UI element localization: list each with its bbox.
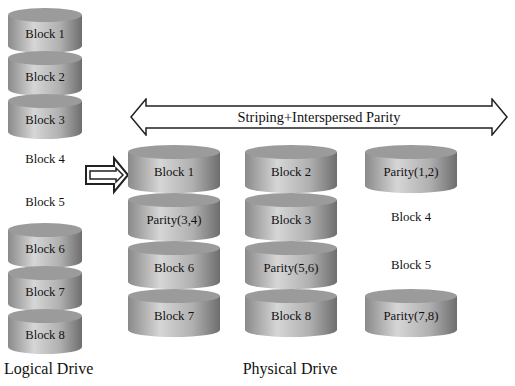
disk-block: Block 4: [8, 137, 82, 182]
block-label: Striping+Interspersed Parity: [130, 109, 508, 126]
disk-block: Block 4: [365, 193, 457, 241]
block-label: Block 2: [8, 70, 82, 85]
block-label: Block 3: [245, 213, 337, 228]
block-label: Block 1: [8, 27, 82, 42]
disk-block: Block 6: [8, 223, 82, 268]
block-label: Block 3: [8, 113, 82, 128]
disk-block: Parity(7,8): [365, 289, 457, 337]
block-label: Block 7: [128, 309, 220, 324]
disk-block: Block 1: [128, 145, 220, 193]
block-label: Block 2: [245, 165, 337, 180]
drive-caption: Physical Drive: [243, 360, 338, 378]
block-label: Block 8: [245, 309, 337, 324]
disk-block: Parity(1,2): [365, 145, 457, 193]
block-label: Block 6: [8, 242, 82, 257]
disk-block: Block 8: [8, 309, 82, 354]
disk-block: Parity(3,4): [128, 193, 220, 241]
block-label: Parity(7,8): [365, 309, 457, 324]
block-label: Block 1: [128, 165, 220, 180]
disk-block: Block 6: [128, 241, 220, 289]
disk-block: Block 3: [245, 193, 337, 241]
disk-block: Block 5: [365, 241, 457, 289]
disk-block: Block 3: [8, 94, 82, 139]
block-label: Block 8: [8, 328, 82, 343]
disk-block: Block 8: [245, 289, 337, 337]
disk-block: Block 1: [8, 8, 82, 53]
block-label: Parity(5,6): [245, 261, 337, 276]
drive-caption: Logical Drive: [4, 360, 93, 378]
block-label: Parity(3,4): [128, 213, 220, 228]
block-label: Block 5: [8, 195, 82, 210]
disk-block: Block 2: [245, 145, 337, 193]
disk-block: Block 2: [8, 51, 82, 96]
block-label: Block 5: [365, 258, 457, 273]
disk-block: Block 5: [8, 180, 82, 225]
disk-block: Parity(5,6): [245, 241, 337, 289]
block-label: Block 6: [128, 261, 220, 276]
disk-block: Block 7: [128, 289, 220, 337]
block-label: Parity(1,2): [365, 165, 457, 180]
block-label: Block 4: [8, 152, 82, 167]
block-label: Block 4: [365, 210, 457, 225]
block-label: Block 7: [8, 285, 82, 300]
disk-block: Block 7: [8, 266, 82, 311]
striping-band: Striping+Interspersed Parity: [130, 98, 508, 136]
